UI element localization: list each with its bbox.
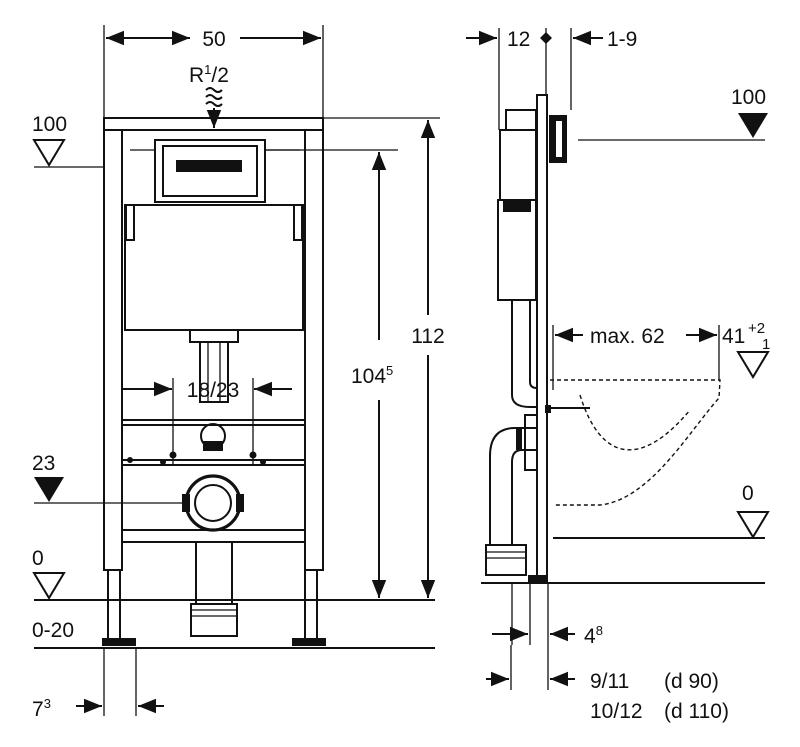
drain-clamp-left xyxy=(182,494,190,512)
frame-left-post xyxy=(103,129,123,571)
ref-100-left-label: 100 xyxy=(32,113,67,136)
dim-104-label: 1045 xyxy=(351,363,393,388)
level-triangle-filled xyxy=(34,477,64,502)
dim-d90-label: (d 90) xyxy=(664,670,719,693)
level-triangle-open xyxy=(736,511,770,539)
drain-inner-ring xyxy=(194,484,232,522)
left-foot-plate xyxy=(102,638,136,646)
cistern-clip-right xyxy=(293,204,303,241)
drain-clamp-right xyxy=(236,494,244,512)
drain-seal xyxy=(516,428,522,450)
cistern-body xyxy=(124,204,304,331)
level-triangle-open xyxy=(32,139,66,167)
frame-right-post xyxy=(304,129,324,571)
dim-4-label: 48 xyxy=(584,623,603,648)
flush-pipe-bend xyxy=(511,381,538,408)
level-triangle-open xyxy=(736,351,770,379)
mounting-bolt xyxy=(260,459,266,465)
wc-bowl-outline xyxy=(550,379,721,506)
cistern-side-top xyxy=(499,129,537,201)
dim-10-12-label: 10/12 xyxy=(590,700,643,723)
thread-label: R1/2 xyxy=(189,62,229,87)
lower-rail xyxy=(121,529,306,543)
cistern-side-body xyxy=(497,199,537,301)
dim-112-label: 112 xyxy=(411,325,444,348)
mounting-bolt xyxy=(160,459,166,465)
drain-connector xyxy=(524,414,538,471)
left-foot xyxy=(107,569,121,643)
flush-pipe xyxy=(199,341,229,403)
dim-1-9-label: 1-9 xyxy=(607,28,637,51)
dim-41-label: 41 xyxy=(722,325,745,348)
ref-0-right-label: 0 xyxy=(742,482,754,505)
range-0-20-label: 0-20 xyxy=(32,619,74,642)
mounting-bolt xyxy=(249,451,257,459)
flush-pipe-side xyxy=(511,300,531,395)
bolt-rail-bottom xyxy=(121,459,306,466)
level-triangle-filled xyxy=(738,113,768,138)
level-triangle-open xyxy=(32,572,66,600)
dim-9-11-label: 9/11 xyxy=(590,670,629,693)
frame-side-post xyxy=(536,94,548,581)
mounting-bolt xyxy=(169,451,177,459)
wc-bolt-head xyxy=(545,405,551,413)
dim-18-23-label: 18/23 xyxy=(187,379,240,402)
right-foot-plate xyxy=(292,638,326,646)
flush-plate xyxy=(162,145,258,197)
max-62-label: max. 62 xyxy=(590,325,665,348)
center-mark-icon xyxy=(540,32,552,44)
right-foot xyxy=(304,569,318,643)
waste-pipe xyxy=(195,541,233,605)
ref-100-right-label: 100 xyxy=(731,86,766,109)
cistern-side-band xyxy=(503,200,531,212)
side-foot-plate xyxy=(528,575,548,583)
ref-0-left-label: 0 xyxy=(32,547,44,570)
side-view: 12 1-9 100 max. 62 41 +2 1 xyxy=(466,28,770,723)
dim-41-tol-plus: +2 xyxy=(748,320,765,337)
wc-bowl-inner xyxy=(579,394,691,451)
brand-logo xyxy=(176,160,242,172)
frame-top-rail xyxy=(103,117,324,131)
dim-7-label: 73 xyxy=(32,696,51,721)
dim-d110-label: (d 110) xyxy=(664,700,729,723)
waste-pipe-end xyxy=(190,603,238,637)
flush-pipe-collar xyxy=(189,329,239,343)
front-view: 50 R1/2 18/23 xyxy=(32,25,445,721)
inlet-connector-base xyxy=(203,441,223,451)
flush-plate-frame xyxy=(154,139,266,203)
drain-pipe-end xyxy=(485,544,527,576)
drain-bend xyxy=(489,427,537,545)
water-supply-icon xyxy=(205,87,223,107)
dim-50-label: 50 xyxy=(202,28,225,51)
mounting-bolt xyxy=(127,457,133,463)
cistern-clip-left xyxy=(125,204,135,241)
cistern-side-cap xyxy=(505,109,537,131)
wall-plate-slot xyxy=(554,119,564,159)
dim-41-tol-minus: 1 xyxy=(762,336,770,353)
ref-23-label: 23 xyxy=(32,452,55,475)
dim-12-label: 12 xyxy=(507,28,530,51)
